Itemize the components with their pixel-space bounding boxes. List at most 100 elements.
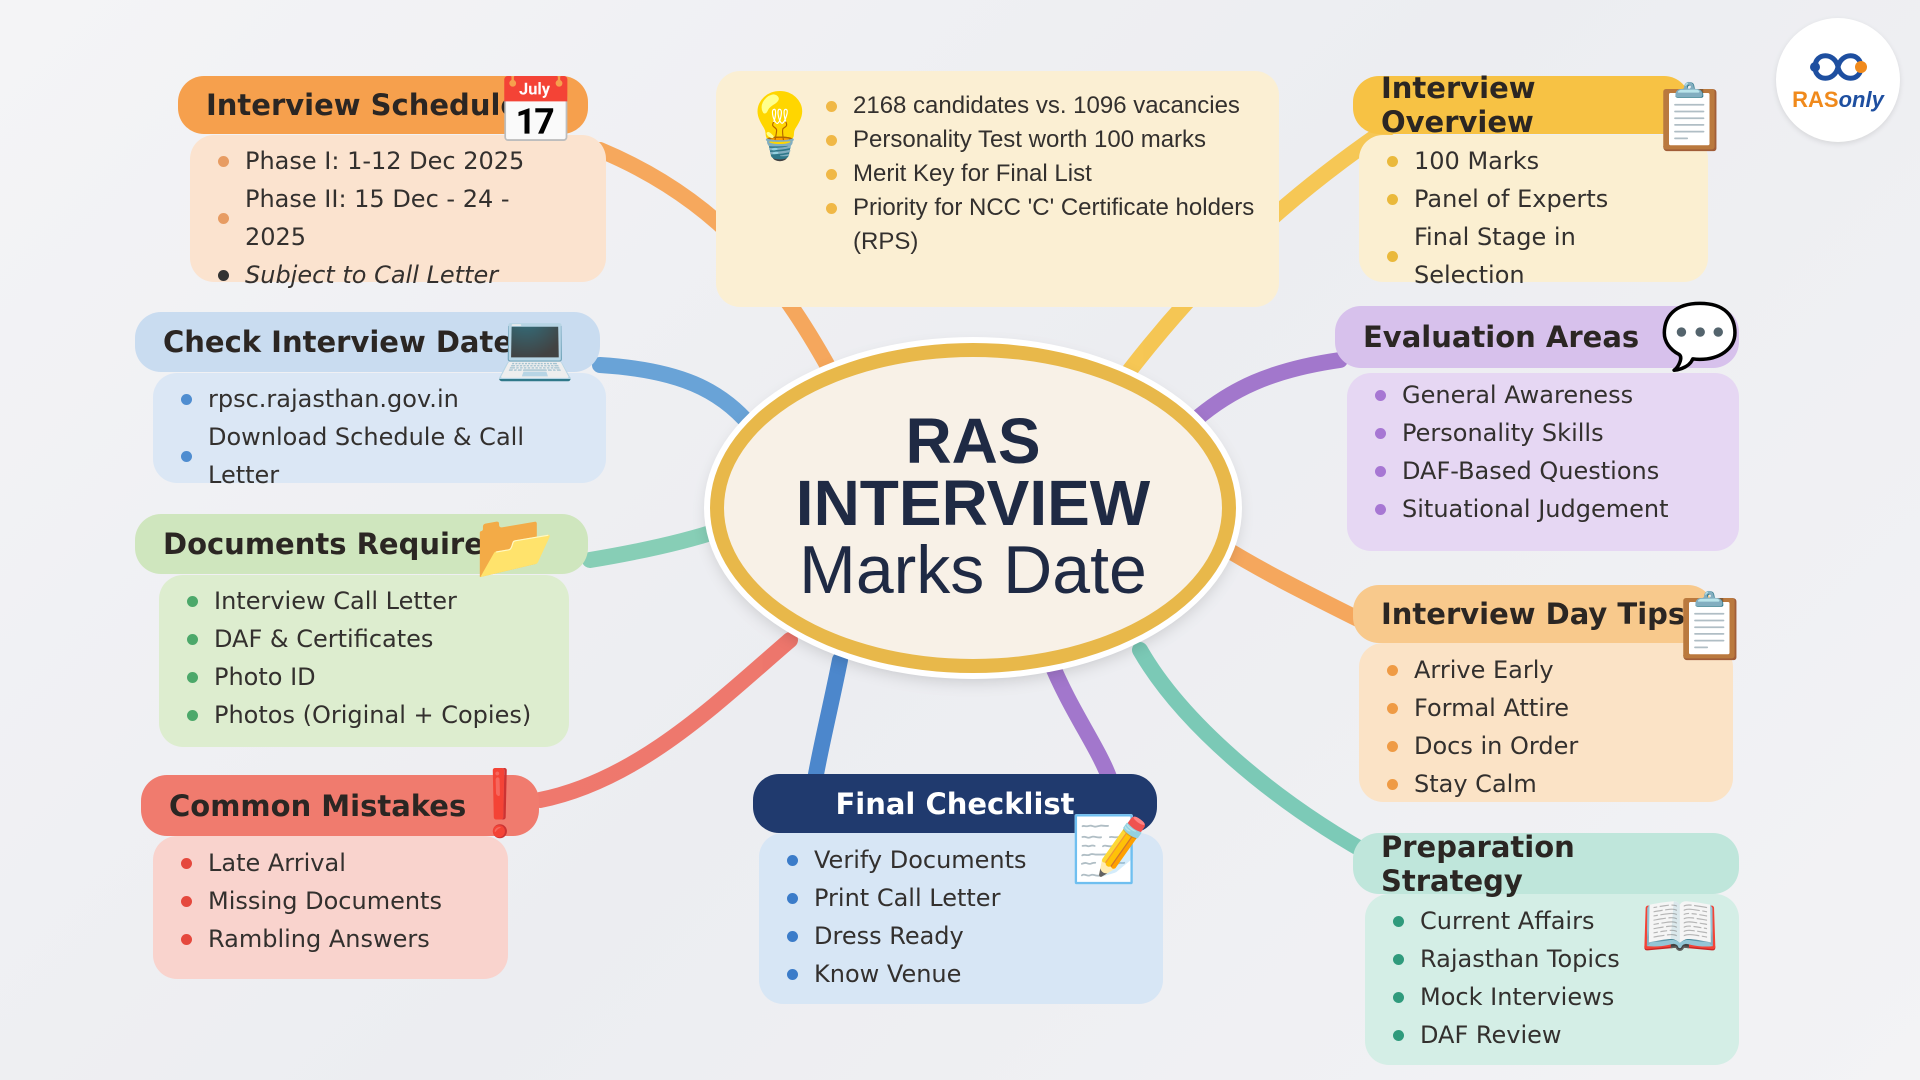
list-item: DAF & Certificates: [187, 620, 541, 658]
list-item: Download Schedule & Call Letter: [181, 418, 578, 494]
common-mistakes-heading: Common Mistakes: [141, 775, 539, 836]
list-item-text: DAF Review: [1420, 1021, 1562, 1049]
bullet-icon: [1387, 702, 1398, 714]
list-item: Arrive Early: [1387, 651, 1705, 689]
list-item-text: Mock Interviews: [1420, 983, 1615, 1011]
list-item-text: General Awareness: [1402, 381, 1634, 409]
list-item-text: Print Call Letter: [814, 884, 1001, 912]
bullet-icon: [1387, 250, 1398, 262]
list-item-text: Rambling Answers: [208, 925, 430, 953]
list-item: Current Affairs: [1393, 902, 1711, 940]
list-item-text: 2168 candidates vs. 1096 vacancies: [853, 92, 1240, 119]
evaluation-areas-heading: Evaluation Areas: [1335, 306, 1739, 368]
rasonly-logo: RASonly: [1776, 18, 1900, 142]
bullet-icon: [1387, 778, 1398, 790]
calendar-icon: 📅: [496, 75, 576, 149]
folder-icon: 📂: [475, 510, 555, 584]
list-item-text: Panel of Experts: [1414, 185, 1609, 213]
bullet-icon: [187, 709, 198, 721]
list-item: Merit Key for Final List: [826, 157, 1263, 191]
central-topic: RAS INTERVIEW Marks Date: [710, 343, 1236, 673]
checklist-pen-icon: 📝: [1070, 813, 1150, 887]
list-item: Print Call Letter: [787, 879, 1135, 917]
bullet-icon: [181, 895, 192, 907]
interview-schedule-heading: Interview Schedule: [178, 76, 588, 134]
title-ras: RAS: [905, 405, 1041, 477]
list-item-text: Phase I: 1-12 Dec 2025: [245, 147, 525, 175]
list-item: Stay Calm: [1387, 765, 1705, 803]
list-item: Verify Documents: [787, 841, 1135, 879]
list-item: 2168 candidates vs. 1096 vacancies: [826, 89, 1263, 123]
list-item: Rambling Answers: [181, 920, 480, 958]
list-item-text: Personality Skills: [1402, 419, 1604, 447]
clipboard-icon: 📋: [1650, 81, 1730, 155]
title-interview: INTERVIEW: [795, 467, 1151, 539]
list-item-text: Priority for NCC 'C' Certificate holders…: [853, 194, 1255, 255]
alert-icon: ❗: [460, 767, 540, 841]
bullet-icon: [181, 857, 192, 869]
list-item: Docs in Order: [1387, 727, 1705, 765]
bullet-icon: [1375, 465, 1386, 477]
chat-bubbles-icon: 💬: [1660, 300, 1740, 374]
bullet-icon: [218, 155, 229, 167]
list-item: Know Venue: [787, 955, 1135, 993]
list-item-text: DAF & Certificates: [214, 625, 434, 653]
list-item: Panel of Experts: [1387, 180, 1680, 218]
list-item-text: Docs in Order: [1414, 732, 1579, 760]
list-item: Photos (Original + Copies): [187, 696, 541, 734]
list-item: Interview Call Letter: [187, 582, 541, 620]
lightbulb-icon: 💡: [740, 90, 820, 164]
list-item-text: Situational Judgement: [1402, 495, 1669, 523]
list-item-text: Photo ID: [214, 663, 316, 691]
bullet-icon: [1393, 991, 1404, 1003]
list-item-text: Subject to Call Letter: [245, 261, 499, 289]
list-item-text: Download Schedule & Call Letter: [208, 423, 524, 489]
bullet-icon: [1375, 503, 1386, 515]
list-item: Phase II: 15 Dec - 24 - 2025: [218, 180, 578, 256]
bullet-icon: [787, 968, 798, 980]
list-item: Personality Test worth 100 marks: [826, 123, 1263, 157]
preparation-strategy-heading: Preparation Strategy: [1353, 830, 1739, 898]
list-item: Dress Ready: [787, 917, 1135, 955]
list-item-text: Know Venue: [814, 960, 962, 988]
bullet-icon: [787, 854, 798, 866]
book-bulb-icon: 📖: [1640, 890, 1720, 964]
bullet-icon: [187, 595, 198, 607]
list-item: DAF-Based Questions: [1375, 452, 1711, 490]
list-item-text: Final Stage in Selection: [1414, 223, 1576, 289]
list-item: rpsc.rajasthan.gov.in: [181, 380, 578, 418]
bullet-icon: [1387, 193, 1398, 205]
laptop-download-icon: 💻: [495, 310, 575, 384]
list-item: Phase I: 1-12 Dec 2025: [218, 142, 578, 180]
bullet-icon: [187, 671, 198, 683]
list-item: Personality Skills: [1375, 414, 1711, 452]
bullet-icon: [826, 169, 837, 180]
bullet-icon: [181, 450, 192, 462]
list-item-text: Verify Documents: [814, 846, 1027, 874]
list-item-text: 100 Marks: [1414, 147, 1540, 175]
documents-required-heading: Documents Required: [135, 514, 588, 574]
bullet-icon: [1393, 953, 1404, 965]
list-item-text: Current Affairs: [1420, 907, 1595, 935]
bullet-icon: [1375, 389, 1386, 401]
list-item: Final Stage in Selection: [1387, 218, 1680, 294]
logo-text-ras: RAS: [1792, 87, 1839, 112]
list-item-text: Formal Attire: [1414, 694, 1570, 722]
list-item-text: DAF-Based Questions: [1402, 457, 1660, 485]
bullet-icon: [1387, 664, 1398, 676]
list-item-text: Photos (Original + Copies): [214, 701, 532, 729]
list-item-text: Late Arrival: [208, 849, 346, 877]
list-item: 100 Marks: [1387, 142, 1680, 180]
list-item: Missing Documents: [181, 882, 480, 920]
bullet-icon: [1387, 740, 1398, 752]
